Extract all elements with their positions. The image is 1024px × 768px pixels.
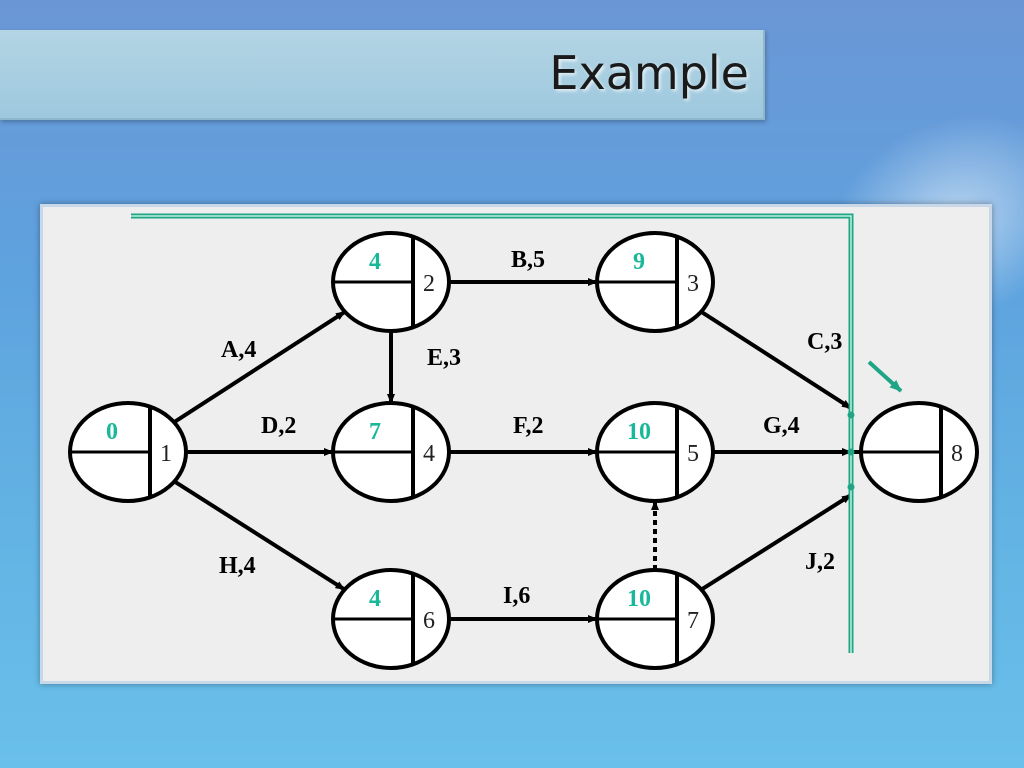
labels-layer: A,4D,2H,4 B,5E,3F,2I,6 C,3G,4J,2 [219, 247, 842, 609]
activity-label-5-8: G,4 [763, 413, 800, 439]
node-7: 7 10 [595, 568, 715, 670]
node-6: 64 [331, 568, 451, 670]
cut-junction-dot [847, 483, 855, 491]
activity-arrow-7-8 [700, 493, 853, 592]
node-1: 10 [68, 401, 188, 503]
activity-arrow-1-6 [173, 479, 346, 592]
overlay-layer [131, 213, 903, 653]
activity-label-1-6: H,4 [219, 553, 256, 579]
activity-label-3-8: C,3 [807, 329, 842, 355]
activity-label-4-5: F,2 [513, 413, 543, 439]
node-number: 5 [687, 441, 699, 467]
activity-label-2-4: E,3 [427, 345, 461, 371]
node-earliest-time: 4 [369, 586, 381, 612]
node-2: 24 [331, 231, 451, 333]
node-earliest-time: 9 [633, 249, 645, 275]
cut-junction-dot [847, 411, 855, 419]
node-5: 5 10 [595, 401, 715, 503]
title-bar: Example [0, 30, 765, 120]
activity-label-2-3: B,5 [511, 247, 545, 273]
pointer-arrow [867, 360, 903, 393]
activity-label-6-7: I,6 [503, 583, 530, 609]
node-earliest-time: 10 [627, 586, 651, 612]
node-earliest-time: 7 [369, 419, 381, 445]
node-earliest-time: 0 [106, 419, 118, 445]
node-number: 7 [687, 608, 699, 634]
node-number: 3 [687, 271, 699, 297]
cut-line-highlight [131, 215, 852, 653]
edges-layer [173, 278, 861, 623]
node-number: 8 [951, 441, 963, 467]
node-number: 2 [423, 271, 435, 297]
node-4: 47 [331, 401, 451, 503]
node-earliest-time: 10 [627, 419, 651, 445]
node-number: 6 [423, 608, 435, 634]
activity-arrow-3-8 [700, 310, 853, 410]
cut-junction-dot [847, 448, 855, 456]
activity-label-1-2: A,4 [221, 337, 256, 363]
node-number: 4 [423, 441, 435, 467]
activity-label-7-8: J,2 [805, 549, 835, 575]
activity-arrow-1-2 [173, 310, 346, 424]
slide-title: Example [549, 46, 749, 100]
node-number: 1 [160, 441, 172, 467]
node-3: 39 [595, 231, 715, 333]
activity-label-1-4: D,2 [261, 413, 296, 439]
node-earliest-time: 4 [369, 249, 381, 275]
node-8: 8 [859, 401, 979, 503]
